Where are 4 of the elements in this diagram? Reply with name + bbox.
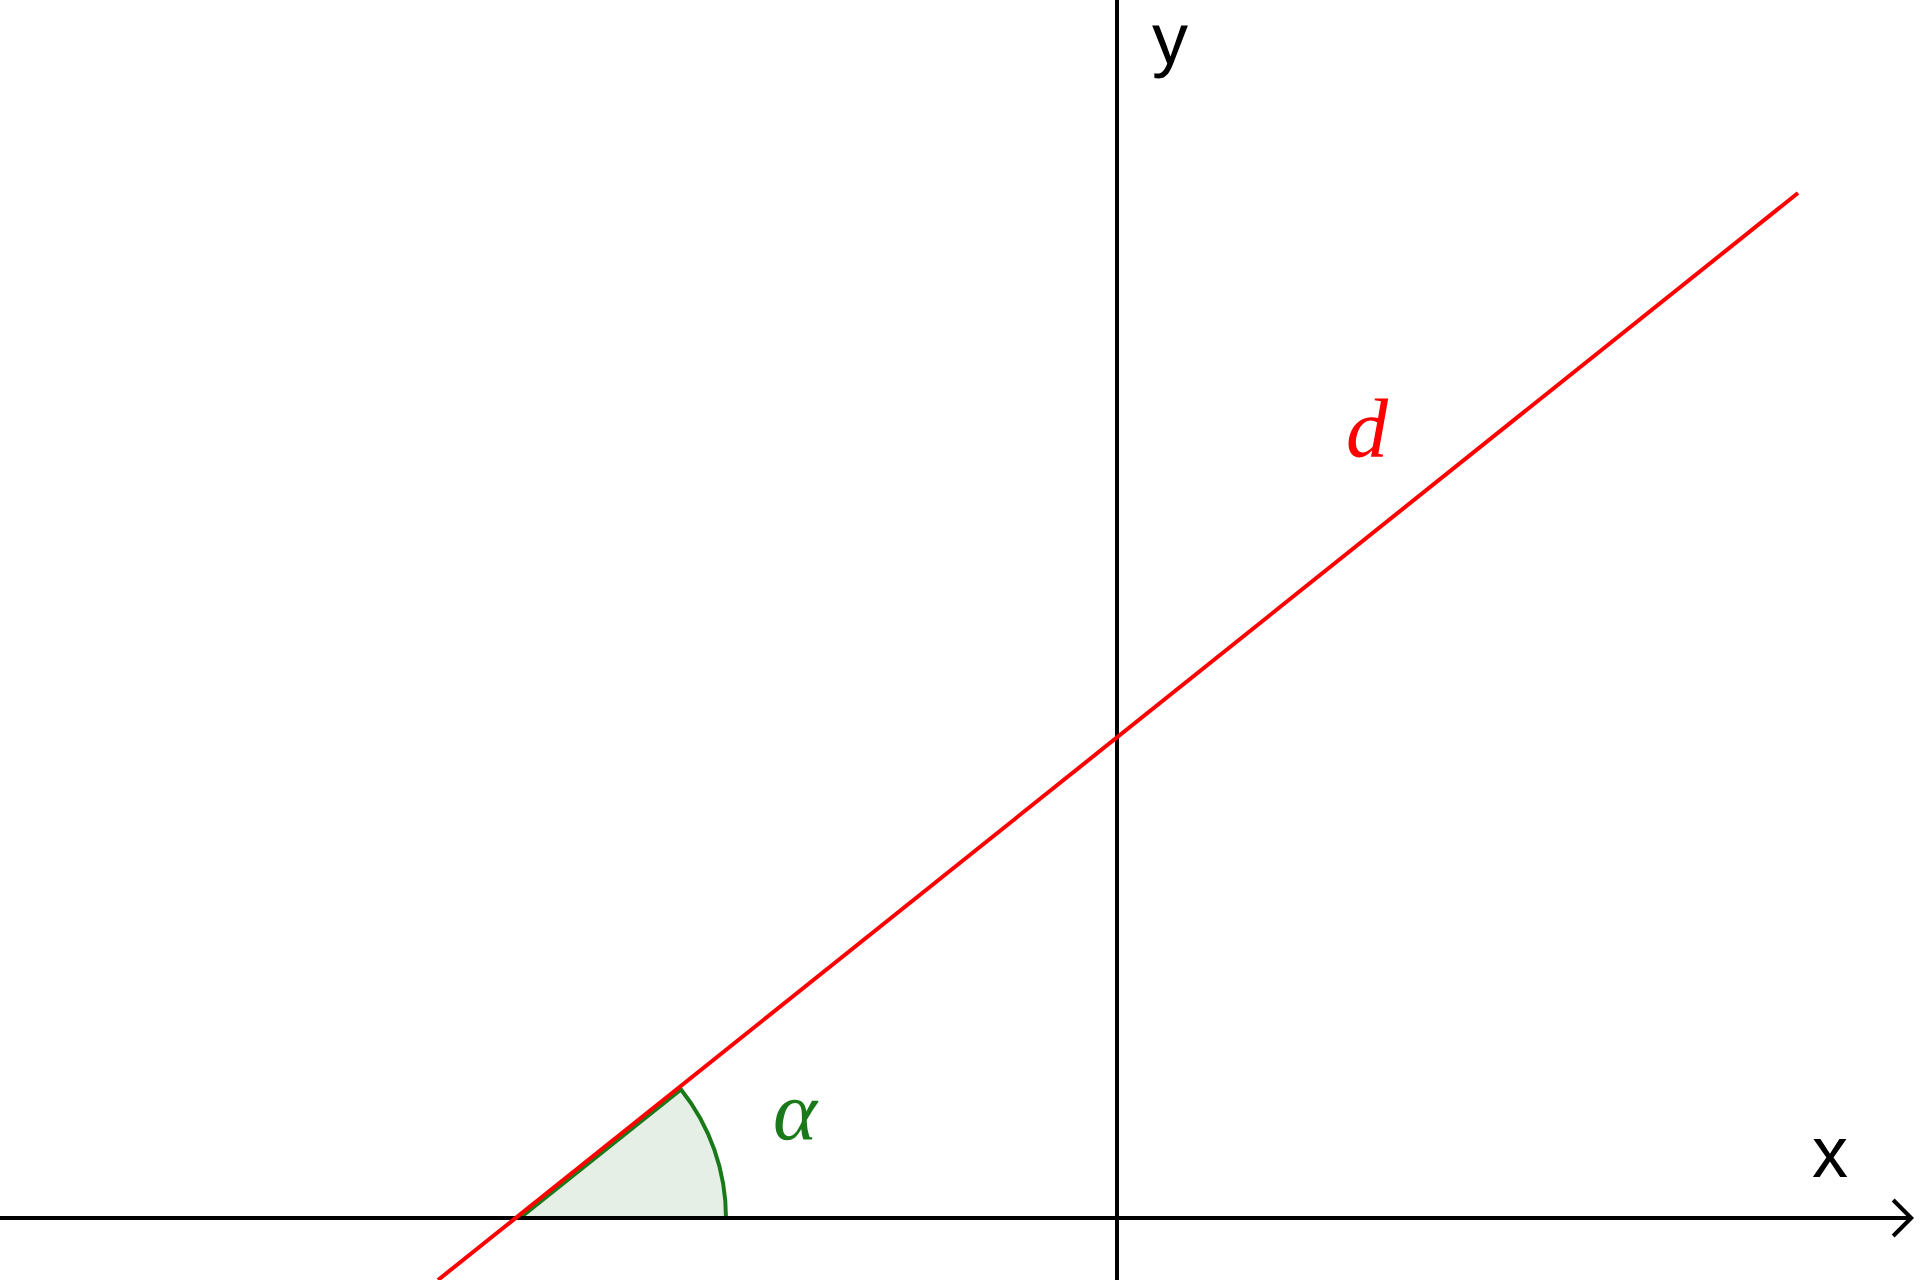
axis-label: x xyxy=(1812,1139,1848,1178)
angle-label: α xyxy=(775,1099,819,1141)
line-label: d xyxy=(1348,398,1389,458)
axis-label: y xyxy=(1152,25,1188,79)
